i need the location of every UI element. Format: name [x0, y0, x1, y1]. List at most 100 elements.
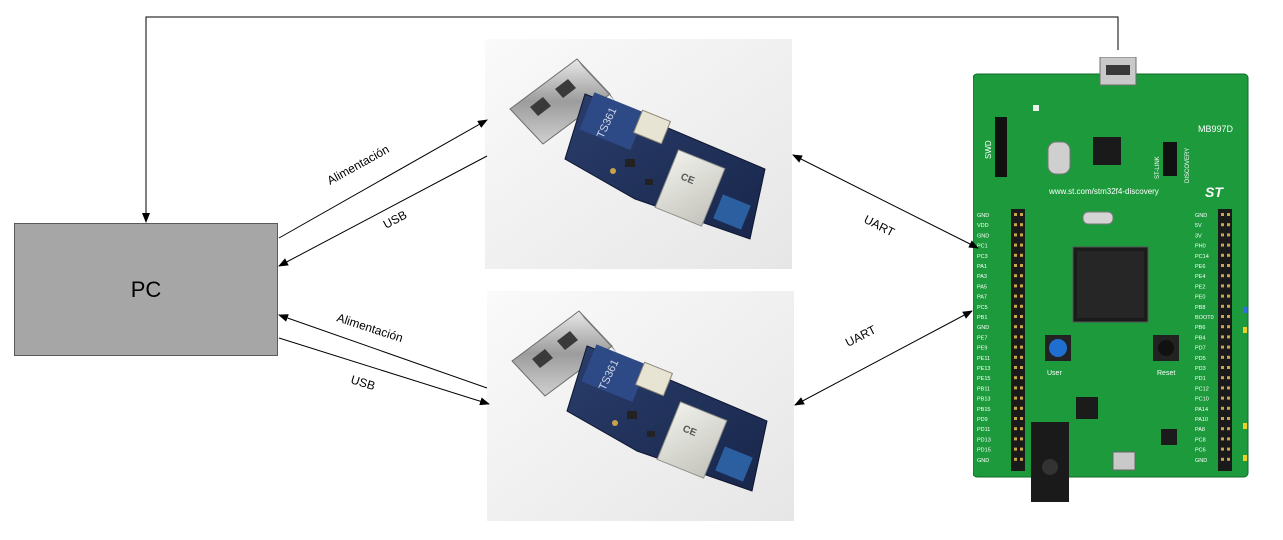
- pin-label: PC8: [1195, 437, 1206, 443]
- header-pin: [1014, 304, 1017, 308]
- header-pin: [1020, 264, 1023, 267]
- board-to-pc-line: [142, 16, 1119, 223]
- header-pin: [1227, 376, 1230, 380]
- header-pin: [1020, 376, 1023, 380]
- header-pin: [1020, 294, 1023, 298]
- stm32f4-discovery-board: SWD ST-LINK DISCOVERY MB997D www.st.com/…: [972, 56, 1258, 507]
- pc-box: PC: [14, 223, 278, 356]
- header-pin: [1227, 213, 1230, 216]
- header-pin: [1020, 243, 1023, 247]
- usb-dongle-bottom: TS361 CE: [487, 291, 794, 521]
- header-pin: [1014, 406, 1017, 410]
- header-pin: [1221, 417, 1224, 420]
- pin-label: GND: [977, 213, 989, 219]
- header-pin: [1221, 345, 1224, 349]
- header-pin: [1227, 366, 1230, 369]
- pin-label: 3V: [1195, 233, 1202, 239]
- header-pin: [1014, 294, 1017, 298]
- pin-label: PB15: [977, 407, 990, 413]
- pin-label: PE11: [977, 356, 990, 362]
- usb-dongle-top: TS361 CE: [485, 39, 792, 269]
- pin-label: PD1: [1195, 376, 1206, 382]
- pin-label: PH0: [1195, 244, 1206, 250]
- header-pin: [1227, 243, 1230, 247]
- pin-label: PE15: [977, 376, 990, 382]
- swd-header: [995, 117, 1007, 177]
- pin-label: PE0: [1195, 295, 1205, 301]
- header-pin: [1221, 315, 1224, 318]
- header-pin: [1020, 304, 1023, 308]
- pin-label: GND: [1195, 458, 1207, 464]
- header-pin: [1014, 325, 1017, 329]
- header-pin: [1221, 253, 1224, 257]
- header-pin: [1014, 223, 1017, 227]
- header-pin: [1020, 315, 1023, 318]
- header-pin: [1014, 335, 1017, 339]
- header-pin: [1227, 396, 1230, 400]
- pin-label: PA8: [1195, 427, 1205, 433]
- header-pin: [1014, 274, 1017, 278]
- pin-label: PC5: [977, 305, 988, 311]
- header-pin: [1014, 355, 1017, 359]
- header-pin: [1227, 264, 1230, 267]
- header-pin: [1020, 223, 1023, 227]
- swd-label: SWD: [984, 140, 993, 159]
- header-pin: [1221, 264, 1224, 267]
- header-pin: [1227, 223, 1230, 227]
- right-pin-labels: GND5V3VPH0PC14PE6PE4PE2PE0PB8BOOT0PB6PB4…: [1195, 213, 1214, 464]
- header-pin: [1221, 335, 1224, 339]
- pin-label: PE7: [977, 335, 987, 341]
- pin-label: PB1: [977, 315, 987, 321]
- header-pin: [1221, 233, 1224, 237]
- pin-label: PE13: [977, 366, 990, 372]
- pin-label: BOOT0: [1195, 315, 1214, 321]
- header-pin: [1221, 284, 1224, 288]
- header-pin: [1020, 325, 1023, 329]
- user-button-label: User: [1047, 370, 1062, 377]
- header-pin: [1014, 315, 1017, 318]
- label-uart-bottom: UART: [843, 322, 879, 350]
- header-pin: [1020, 345, 1023, 349]
- header-pin: [1020, 406, 1023, 410]
- board-illustration: SWD ST-LINK DISCOVERY MB997D www.st.com/…: [972, 56, 1249, 502]
- reset-button: [1153, 335, 1179, 361]
- left-pin-labels: GNDVDDGNDPC1PC3PA1PA3PA5PA7PC5PB1GNDPE7P…: [977, 213, 991, 464]
- header-pin: [1227, 233, 1230, 237]
- header-pin: [1221, 447, 1224, 451]
- pin-label: PA10: [1195, 417, 1208, 423]
- header-pin: [1221, 427, 1224, 431]
- pin-label: PE9: [977, 346, 987, 352]
- header-pin: [1221, 213, 1224, 216]
- board-url: www.st.com/stm32f4-discovery: [1048, 187, 1159, 196]
- pin-label: PD15: [977, 448, 991, 454]
- header-pin: [1014, 376, 1017, 380]
- header-pin: [1014, 366, 1017, 369]
- label-power-top: Alimentación: [325, 142, 392, 188]
- pin-label: PD7: [1195, 346, 1206, 352]
- header-pin: [1227, 274, 1230, 278]
- header-pin: [1020, 417, 1023, 420]
- header-pin: [1221, 274, 1224, 278]
- header-pin: [1020, 396, 1023, 400]
- pc-label: PC: [130, 276, 162, 302]
- header-pin: [1020, 274, 1023, 278]
- header-pin: [1014, 253, 1017, 257]
- header-pin: [1020, 437, 1023, 441]
- header-pin: [1221, 406, 1224, 410]
- header-pin: [1221, 457, 1224, 461]
- header-pin: [1221, 243, 1224, 247]
- header-pin: [1014, 447, 1017, 451]
- header-pin: [1014, 427, 1017, 431]
- header-pin: [1020, 253, 1023, 257]
- header-pin: [1014, 264, 1017, 267]
- arrow-uart-top: [792, 154, 979, 249]
- pin-label: PD13: [977, 437, 991, 443]
- header-pin: [1227, 304, 1230, 308]
- header-pin: [1221, 325, 1224, 329]
- st-logo: ST: [1205, 184, 1224, 200]
- header-pin: [1227, 417, 1230, 420]
- pin-label: PA5: [977, 284, 987, 290]
- right-header-pins: [1221, 213, 1230, 461]
- reset-button-label: Reset: [1157, 370, 1175, 377]
- header-pin: [1227, 427, 1230, 431]
